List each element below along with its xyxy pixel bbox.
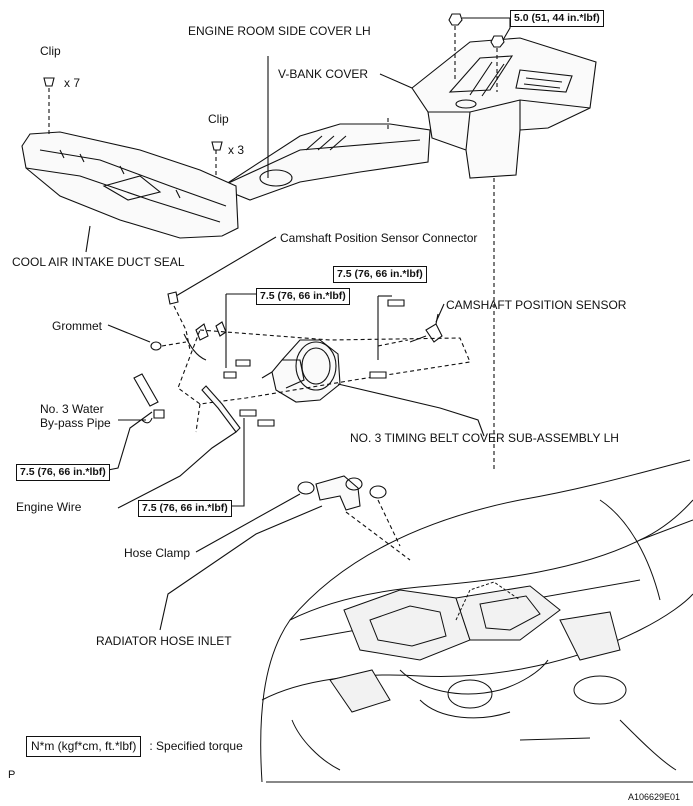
engine-room-side-cover-label: ENGINE ROOM SIDE COVER LH: [188, 24, 371, 38]
hose-clamp-1-drawing: [297, 481, 315, 495]
clip-top-drawing: [43, 77, 55, 87]
torque-bypass-pipe-bolt: 7.5 (76, 66 in.*lbf): [16, 464, 110, 481]
timing-belt-cover-label: NO. 3 TIMING BELT COVER SUB-ASSEMBLY LH: [350, 431, 619, 445]
v-bank-cover-drawing: [411, 37, 597, 179]
bypass-pipe-label-line1: No. 3 Water: [40, 402, 104, 416]
torque-sensor-bolt: 7.5 (76, 66 in.*lbf): [333, 266, 427, 283]
vehicle-engine-bay-drawing: [260, 459, 693, 783]
engine-wire-drawing: [201, 385, 241, 433]
v-bank-nut-2: [490, 35, 505, 48]
torque-v-bank-nut: 5.0 (51, 44 in.*lbf): [510, 10, 604, 27]
clip-mid-quantity: x 3: [228, 143, 245, 157]
clip-top-quantity: x 7: [64, 76, 81, 90]
torque-cover-bolt-upper: 7.5 (76, 66 in.*lbf): [256, 288, 350, 305]
v-bank-cover-label: V-BANK COVER: [278, 67, 369, 81]
hose-clamp-2-drawing: [369, 485, 387, 499]
v-bank-nut-1: [448, 13, 463, 26]
torque-legend: N*m (kgf*cm, ft.*lbf) : Specified torque: [26, 736, 243, 757]
engine-wire-label: Engine Wire: [16, 500, 82, 514]
bypass-pipe-label-line2: By-pass Pipe: [40, 416, 111, 430]
camshaft-sensor-label: CAMSHAFT POSITION SENSOR: [446, 298, 627, 312]
grommet-drawing: [150, 341, 162, 351]
legend-meaning: : Specified torque: [149, 739, 243, 753]
torque-cover-bolt-lower: 7.5 (76, 66 in.*lbf): [138, 500, 232, 517]
clip-mid-drawing: [211, 141, 223, 151]
camshaft-sensor-connector-label: Camshaft Position Sensor Connector: [280, 231, 478, 245]
timing-belt-cover-drawing: [261, 339, 341, 403]
radiator-hose-inlet-drawing: [315, 475, 363, 511]
grommet-label: Grommet: [52, 319, 103, 333]
clip-mid-label: Clip: [208, 112, 229, 126]
camshaft-sensor-drawing: [425, 323, 443, 343]
cool-air-intake-duct-seal-drawing: [21, 131, 239, 239]
cool-air-intake-duct-seal-label: COOL AIR INTAKE DUCT SEAL: [12, 255, 185, 269]
radiator-hose-inlet-label: RADIATOR HOSE INLET: [96, 634, 232, 648]
page-letter: P: [8, 769, 16, 781]
engine-room-side-cover-drawing: [218, 123, 431, 201]
legend-unit-box: N*m (kgf*cm, ft.*lbf): [26, 736, 142, 757]
clip-top-label: Clip: [40, 44, 61, 58]
sensor-connector-drawing: [167, 291, 179, 305]
water-bypass-pipe-drawing: [133, 373, 159, 407]
figure-code: A106629E01: [628, 792, 681, 802]
hose-clamp-label: Hose Clamp: [124, 546, 191, 560]
